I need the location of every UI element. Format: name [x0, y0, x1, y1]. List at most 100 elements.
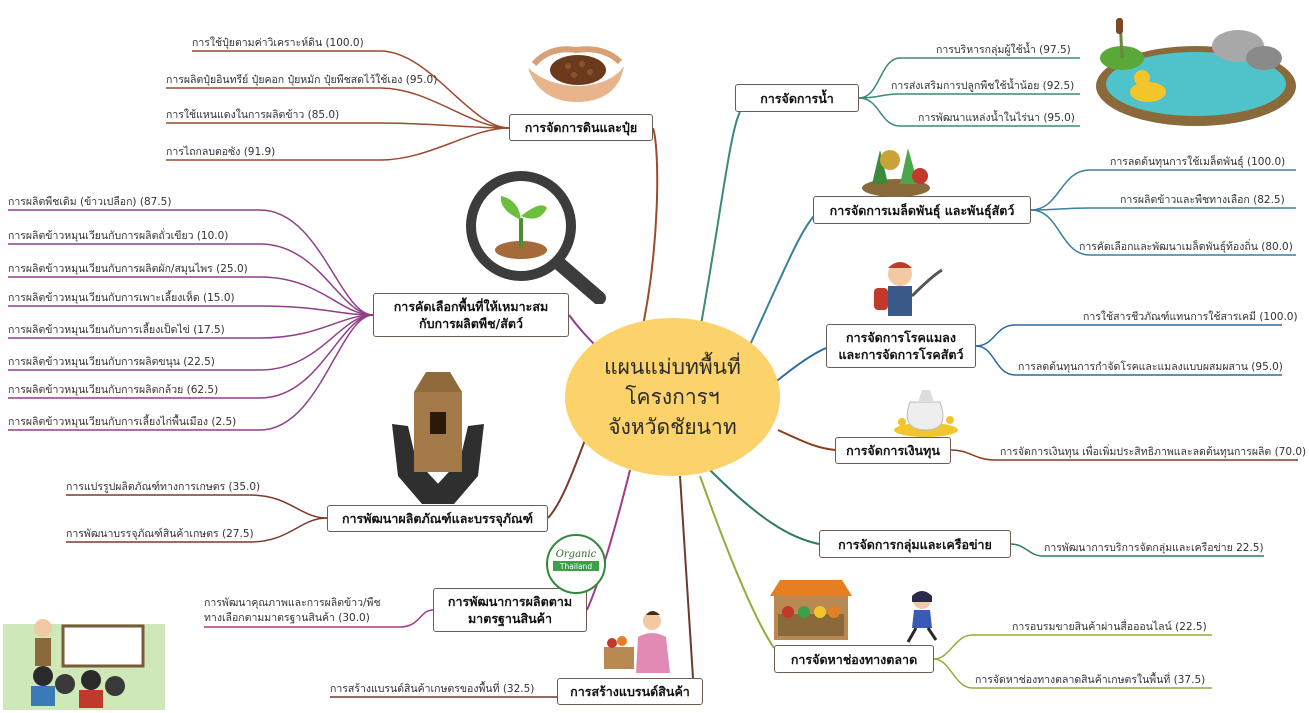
soil-item-3: การใช้แหนแดงในการผลิตข้าว (85.0): [166, 109, 340, 121]
area-item-8: การผลิตข้าวหมุนเวียนกับการเลี้ยงไก่พื้นเ…: [8, 416, 237, 428]
group-title: การจัดการกลุ่มและเครือข่าย: [819, 530, 1011, 558]
finance-title: การจัดการเงินทุน: [835, 437, 951, 464]
water-trunk: [699, 111, 741, 331]
seed-leaf-line-3: [1030, 209, 1296, 256]
area-item-4: การผลิตข้าวหมุนเวียนกับการเพาะเลี้ยงเห็ด…: [8, 292, 235, 304]
group-title-text: การจัดการกลุ่มและเครือข่าย: [838, 536, 992, 552]
soil-leaf-line-1: [192, 50, 510, 129]
package-hands-icon: [392, 372, 484, 504]
group-item-1: การพัฒนาการบริการจัดกลุ่มและเครือข่าย 22…: [1044, 542, 1264, 554]
disease-leaf-line-2: [975, 345, 1282, 376]
seed-trunk: [749, 214, 816, 346]
farmers-meeting-icon: [3, 619, 165, 710]
market-item-1: การอบรมขายสินค้าผ่านสื่อออนไลน์ (22.5): [1012, 621, 1207, 633]
organic-logo-text-1: Organic: [556, 549, 597, 560]
disease-leaf-line-1: [975, 324, 1282, 347]
area-leaf-line-6: [8, 314, 374, 371]
area-item-2: การผลิตข้าวหมุนเวียนกับการผลิตถั่วเขียว …: [8, 230, 229, 242]
pond-duck-icon: [1096, 17, 1296, 126]
water-item-1: การบริหารกลุ่มผู้ใช้น้ำ (97.5): [936, 44, 1071, 56]
person-basket-icon: [604, 611, 670, 673]
market-stall-icon: [770, 580, 852, 640]
running-girl-icon: [906, 591, 938, 643]
area-item-1: การผลิตพืชเดิม (ข้าวเปลือก) (87.5): [8, 196, 172, 208]
seed-leaf-line-2: [1030, 207, 1296, 211]
product-leaf-line-1: [66, 494, 328, 519]
standard-title: การพัฒนาการผลิตตาม มาตรฐานสินค้า: [433, 588, 587, 632]
water-item-3: การพัฒนาแหล่งน้ำในไร่นา (95.0): [918, 112, 1075, 124]
standard-item-line-2: ทางเลือกตามมาตรฐานสินค้า (30.0): [204, 612, 370, 624]
market-title: การจัดหาช่องทางตลาด: [774, 645, 934, 673]
standard-title-line-1: การพัฒนาการผลิตตาม: [447, 594, 573, 609]
seedling-magnifier-icon: [466, 171, 606, 304]
soil-item-4: การไถกลบตอซัง (91.9): [166, 146, 276, 158]
water-title: การจัดการน้ำ: [735, 84, 859, 112]
area-title: การคัดเลือกพื้นที่ให้เหมาะสม กับการผลิตพ…: [373, 293, 569, 337]
water-title-text: การจัดการน้ำ: [760, 90, 834, 106]
product-title: การพัฒนาผลิตภัณฑ์และบรรจุภัณฑ์: [327, 505, 548, 532]
standard-trunk: [586, 469, 631, 611]
group-trunk: [709, 469, 820, 545]
soil-item-1: การใช้ปุ๋ยตามค่าวิเคราะห์ดิน (100.0): [192, 37, 364, 49]
product-title-text: การพัฒนาผลิตภัณฑ์และบรรจุภัณฑ์: [341, 511, 534, 526]
group-leaf-line: [1010, 543, 1264, 557]
area-item-5: การผลิตข้าวหมุนเวียนกับการเลี้ยงเป็ดไข่ …: [8, 324, 225, 336]
organic-logo-text-2: Thailand: [559, 562, 592, 571]
area-leaf-line-7: [8, 314, 374, 399]
market-trunk: [699, 475, 775, 649]
soil-leaf-line-3: [166, 122, 510, 129]
finance-title-text: การจัดการเงินทุน: [846, 443, 940, 458]
disease-trunk: [771, 347, 827, 386]
water-leaf-line-3: [858, 97, 1080, 127]
area-item-6: การผลิตข้าวหมุนเวียนกับการผลิตขนุน (22.5…: [8, 356, 215, 368]
area-leaf-line-4: [8, 305, 374, 316]
area-leaf-line-2: [8, 243, 374, 316]
disease-title-line-2: และการจัดการโรคสัตว์: [838, 347, 964, 362]
center-node: แผนแม่บทพื้นที่ โครงการฯ จังหวัดชัยนาท: [565, 318, 780, 476]
finance-trunk: [777, 429, 836, 451]
soil-item-2: การผลิตปุ๋ยอินทรีย์ ปุ๋ยคอก ปุ๋ยหมัก ปุ๋…: [166, 74, 438, 86]
area-title-line-1: การคัดเลือกพื้นที่ให้เหมาะสม: [393, 299, 549, 314]
market-leaf-line-2: [933, 658, 1212, 689]
seed-item-3: การคัดเลือกและพัฒนาเมล็ดพันธุ์ท้องถิ่น (…: [1079, 241, 1293, 253]
finance-leaf-line: [950, 449, 1298, 461]
area-item-3: การผลิตข้าวหมุนเวียนกับการผลิตผัก/สมุนไพ…: [8, 263, 248, 275]
brand-trunk: [679, 475, 694, 679]
brand-title-text: การสร้างแบรนด์สินค้า: [570, 684, 690, 699]
soil-trunk: [639, 127, 659, 341]
brand-item-1: การสร้างแบรนด์สินค้าเกษตรของพื้นที่ (32.…: [330, 683, 535, 695]
water-leaf-line-2: [858, 93, 1080, 99]
center-line-1: แผนแม่บทพื้นที่: [604, 355, 741, 379]
area-leaf-line-3: [8, 276, 374, 316]
disease-title: การจัดการโรคแมลง และการจัดการโรคสัตว์: [826, 324, 976, 368]
soil-title: การจัดการดินและปุ๋ย: [509, 114, 653, 141]
seed-item-2: การผลิตข้าวและพืชทางเลือก (82.5): [1120, 194, 1285, 206]
market-leaf-line-1: [933, 634, 1212, 660]
area-leaf-line-5: [8, 314, 374, 339]
hands-soil-icon: [528, 46, 624, 103]
seed-leaf-line-1: [1030, 169, 1296, 211]
soil-title-text: การจัดการดินและปุ๋ย: [524, 120, 638, 135]
seed-title: การจัดการเมล็ดพันธุ์ และพันธุ์สัตว์: [813, 196, 1031, 224]
organic-logo-icon: Organic Thailand: [546, 534, 606, 594]
sprayer-man-icon: [874, 262, 943, 316]
seed-item-1: การลดต้นทุนการใช้เมล็ดพันธุ์ (100.0): [1110, 156, 1286, 168]
product-item-2: การพัฒนาบรรจุภัณฑ์สินค้าเกษตร (27.5): [66, 528, 254, 540]
disease-title-line-1: การจัดการโรคแมลง: [846, 330, 956, 345]
area-leaf-line-8: [8, 314, 374, 431]
standard-item-line-1: การพัฒนาคุณภาพและการผลิตข้าว/พืช: [204, 597, 381, 609]
center-line-3: จังหวัดชัยนาท: [608, 415, 737, 439]
market-item-2: การจัดหาช่องทางตลาดสินค้าเกษตรในพื้นที่ …: [975, 674, 1206, 686]
disease-item-1: การใช้สารชีวภัณฑ์แทนการใช้สารเคมี (100.0…: [1083, 311, 1298, 323]
finance-item-1: การจัดการเงินทุน เพื่อเพิ่มประสิทธิภาพแล…: [1000, 446, 1307, 458]
vegetables-icon: [862, 148, 930, 197]
product-trunk: [547, 439, 586, 519]
money-bags-icon: [894, 390, 958, 437]
standard-title-line-2: มาตรฐานสินค้า: [467, 611, 553, 626]
product-item-1: การแปรรูปผลิตภัณฑ์ทางการเกษตร (35.0): [66, 481, 261, 493]
center-line-2: โครงการฯ: [625, 385, 720, 409]
area-leaf-line-1: [8, 209, 374, 316]
water-leaf-line-1: [858, 57, 1080, 99]
disease-item-2: การลดต้นทุนการกำจัดโรคและแมลงแบบผสมผสาน …: [1018, 361, 1283, 373]
